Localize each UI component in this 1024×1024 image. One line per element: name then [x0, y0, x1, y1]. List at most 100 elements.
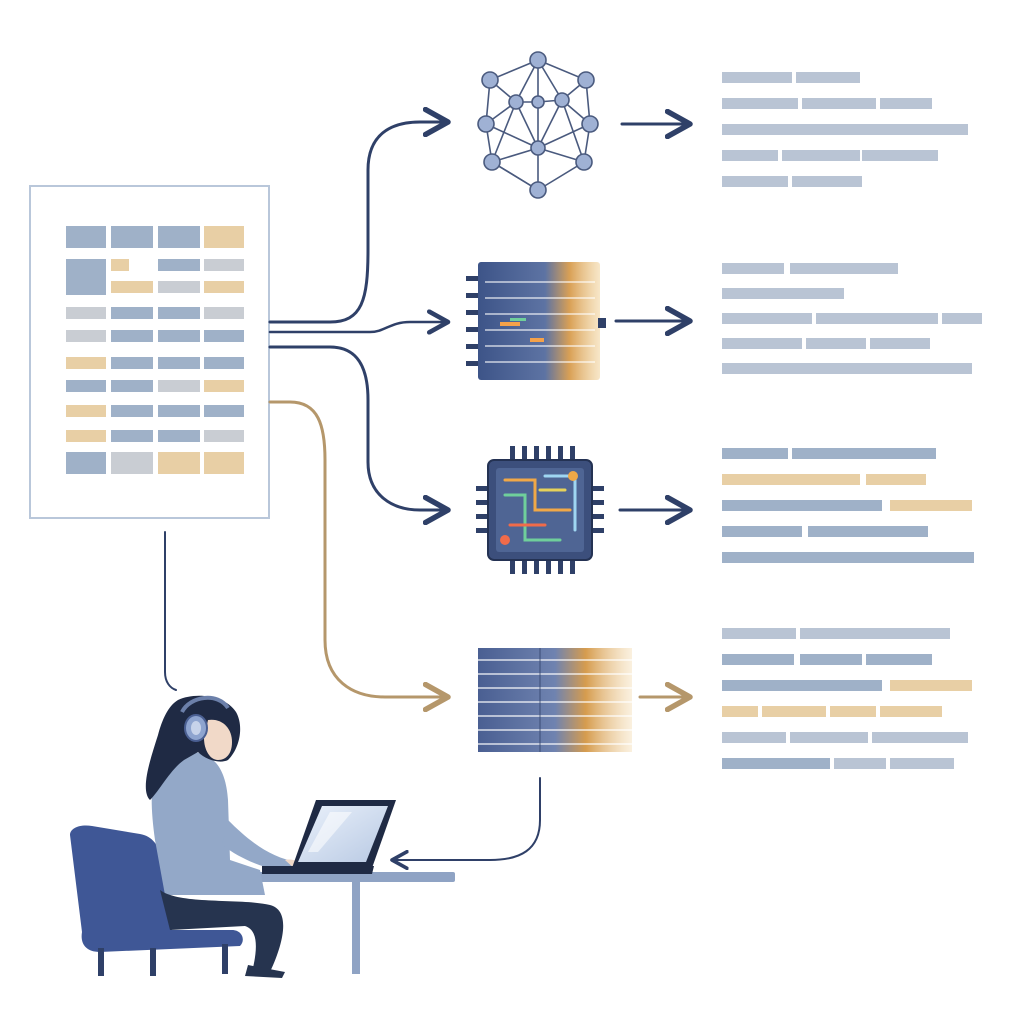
output-line-segment [722, 98, 798, 109]
output-text-blocks [722, 72, 982, 769]
output-line-segment [722, 552, 974, 563]
output-line-segment [866, 654, 932, 665]
output-line-segment [862, 150, 938, 161]
document-cell [111, 452, 153, 474]
output-line-segment [890, 500, 972, 511]
document-cell [66, 330, 106, 342]
document-cell [111, 259, 129, 271]
output-line-segment [722, 338, 802, 349]
output-block-3 [722, 448, 974, 563]
connector-to-microchip [268, 345, 448, 510]
laptop-icon [262, 800, 396, 874]
output-line-segment [890, 680, 972, 691]
desk-icon [210, 872, 455, 974]
output-line-segment [722, 176, 788, 187]
document-cell [158, 281, 200, 293]
output-line-segment [942, 313, 982, 324]
document-cell [66, 357, 106, 369]
output-block-1 [722, 72, 968, 187]
output-line-segment [722, 448, 788, 459]
output-arrows [614, 124, 690, 697]
document-cell [204, 357, 244, 369]
document-cell [204, 281, 244, 293]
document-cell [111, 307, 153, 319]
output-line-segment [722, 474, 860, 485]
output-line-segment [880, 706, 942, 717]
document-cell [111, 281, 153, 293]
output-line-segment [890, 758, 954, 769]
output-line-segment [722, 758, 830, 769]
document-cell [204, 452, 244, 474]
document-cell [204, 430, 244, 442]
output-line-segment [866, 474, 926, 485]
output-line-segment [806, 338, 866, 349]
data-stream-icon [478, 648, 632, 752]
document-cell [158, 430, 200, 442]
document-cell [111, 430, 153, 442]
connectors [164, 122, 541, 860]
output-line-segment [722, 500, 882, 511]
output-line-segment [722, 680, 882, 691]
document-cell [111, 330, 153, 342]
output-line-segment [830, 706, 876, 717]
connector-data-stream-to-laptop [392, 777, 541, 860]
output-line-segment [762, 706, 826, 717]
document-cell [66, 380, 106, 392]
connector-to-data-stream [268, 400, 448, 697]
output-line-segment [792, 448, 936, 459]
document-cell [204, 307, 244, 319]
document-cell [158, 307, 200, 319]
document-cell [158, 357, 200, 369]
document-cell [66, 452, 106, 474]
document-cell [204, 226, 244, 248]
output-line-segment [802, 98, 876, 109]
output-line-segment [834, 758, 886, 769]
connector-to-person [164, 531, 177, 691]
document-table [66, 226, 244, 474]
output-line-segment [722, 124, 968, 135]
output-line-segment [790, 732, 868, 743]
striped-chip-icon [466, 262, 606, 380]
document-cell [66, 259, 106, 295]
document-cell [66, 226, 106, 248]
microchip-icon [476, 446, 604, 574]
document-cell [158, 380, 200, 392]
neural-network-icon [477, 51, 599, 199]
document-cell [204, 259, 244, 271]
document-cell [204, 330, 244, 342]
output-line-segment [872, 732, 968, 743]
document-cell [158, 259, 200, 271]
document-cell [111, 226, 153, 248]
output-block-4 [722, 628, 972, 769]
chair-icon [70, 825, 243, 976]
output-line-segment [782, 150, 860, 161]
document-cell [66, 405, 106, 417]
person-with-headphones-icon [145, 695, 304, 978]
person-at-desk [70, 695, 455, 978]
output-line-segment [796, 72, 860, 83]
output-line-segment [722, 313, 812, 324]
output-line-segment [722, 654, 794, 665]
output-line-segment [790, 263, 898, 274]
source-document [29, 185, 270, 519]
document-cell [111, 357, 153, 369]
output-line-segment [722, 628, 796, 639]
output-line-segment [722, 706, 758, 717]
output-line-segment [722, 72, 792, 83]
document-cell [158, 226, 200, 248]
document-cell [204, 405, 244, 417]
document-cell [158, 330, 200, 342]
output-line-segment [880, 98, 932, 109]
output-line-segment [800, 628, 950, 639]
output-line-segment [722, 288, 844, 299]
output-line-segment [722, 150, 778, 161]
connector-to-striped-chip [268, 322, 448, 332]
document-cell [158, 452, 200, 474]
document-cell [66, 307, 106, 319]
output-block-2 [722, 263, 982, 374]
document-cell [111, 405, 153, 417]
output-line-segment [870, 338, 930, 349]
output-line-segment [808, 526, 928, 537]
